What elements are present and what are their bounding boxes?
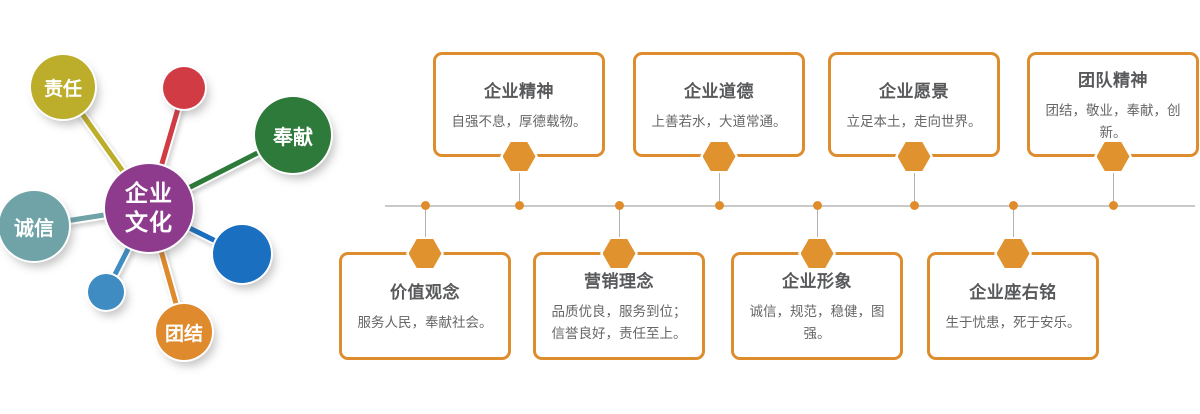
timeline-line [385,205,1195,207]
timeline-dot [812,201,822,210]
node-integrity-label: 诚信 [14,217,54,240]
hexagon-marker-icon [994,237,1032,270]
card-title: 价值观念 [390,283,460,303]
timeline-dot [714,201,724,210]
card-body: 自强不息，厚德载物。 [451,113,587,129]
timeline-dot [1008,201,1018,210]
timeline-dot [514,201,524,210]
card-title: 团队精神 [1078,70,1148,90]
card-title: 企业道德 [684,81,754,101]
card-enterprise-spirit: 企业精神 自强不息，厚德载物。 [433,52,605,157]
connector-line [618,206,620,238]
connector-line [913,172,915,206]
card-title: 营销理念 [584,272,654,292]
card-enterprise-vision: 企业愿景 立足本土，走向世界。 [828,52,1000,157]
card-title: 企业愿景 [879,81,949,101]
card-body: 生于忧患，死于安乐。 [945,315,1081,331]
hexagon-marker-icon [406,237,444,270]
node-unity-label: 团结 [164,323,203,345]
card-body: 品质优良，服务到位； 信誉良好，责任至上。 [551,304,687,341]
card-title: 企业形象 [782,272,852,292]
card-title: 企业精神 [484,81,554,101]
connector-line [518,172,520,206]
node-unity: 团结 [156,304,212,360]
node-red [163,67,205,109]
connector-line [1012,206,1014,238]
node-dedication: 奉献 [255,97,331,173]
timeline-dot [420,201,430,210]
node-responsibility: 责任 [31,55,95,119]
card-body: 服务人民，奉献社会。 [357,315,493,331]
node-blue [213,225,271,283]
card-body: 团结，敬业，奉献，创新。 [1045,102,1181,140]
connector-line [424,206,426,238]
card-body: 立足本土，走向世界。 [846,113,982,129]
timeline-dot [614,201,624,210]
card-title: 企业座右铭 [969,283,1057,303]
timeline-dot [909,201,919,210]
card-marketing-philosophy: 营销理念 品质优良，服务到位； 信誉良好，责任至上。 [533,252,705,360]
card-enterprise-ethics: 企业道德 上善若水，大道常通。 [633,52,805,157]
timeline-dot [1108,201,1118,210]
card-corporate-image: 企业形象 诚信，规范，稳健，图强。 [731,252,903,360]
node-integrity: 诚信 [0,191,69,261]
card-body: 上善若水，大道常通。 [651,113,787,129]
connector-line [816,206,818,238]
connector-line [1112,172,1114,206]
center-node-label: 企业 文化 [125,179,173,235]
card-values: 价值观念 服务人民，奉献社会。 [339,252,511,360]
card-team-spirit: 团队精神 团结，敬业，奉献，创新。 [1027,52,1199,157]
connector-line [718,172,720,206]
card-body: 诚信，规范，稳健，图强。 [749,304,885,341]
hexagon-marker-icon [1094,140,1132,173]
node-responsibility-label: 责任 [43,78,82,100]
node-lightblue [88,274,124,310]
node-dedication-label: 奉献 [273,126,313,149]
center-node-corporate-culture: 企业 文化 [105,164,193,252]
